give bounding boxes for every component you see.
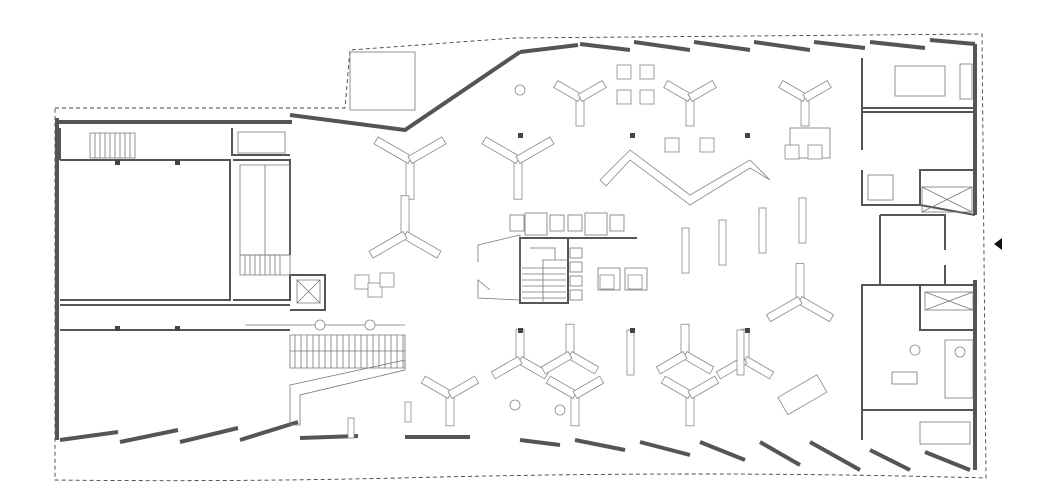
y-desk (481, 136, 555, 200)
site-outline (54, 33, 987, 482)
column (745, 328, 750, 333)
desk-clusters (368, 79, 835, 427)
bench (347, 417, 355, 439)
bench (798, 197, 807, 244)
y-desk (490, 328, 550, 380)
table (354, 274, 370, 290)
stool (554, 404, 566, 416)
y-desk (420, 375, 480, 427)
stool (314, 319, 326, 331)
benches (347, 197, 807, 439)
right-block-walls (789, 58, 976, 445)
y-desk (545, 375, 605, 427)
table (616, 64, 632, 80)
bench (404, 401, 412, 423)
table (367, 282, 383, 298)
chevron-desk (599, 149, 771, 206)
stairs-lower (245, 324, 406, 426)
stool (514, 84, 526, 96)
table (699, 137, 715, 153)
table (616, 89, 632, 105)
bench (626, 329, 635, 376)
y-desk (373, 136, 447, 200)
column (115, 160, 120, 165)
y-desk (368, 195, 442, 259)
table (639, 89, 655, 105)
bench (681, 227, 690, 274)
stool (364, 319, 376, 331)
left-block-walls (59, 128, 326, 331)
column (518, 328, 523, 333)
meeting-table (777, 374, 828, 416)
column (175, 326, 180, 331)
stool (509, 399, 521, 411)
column (518, 133, 523, 138)
stair-core (477, 212, 648, 304)
column (115, 326, 120, 331)
column (630, 328, 635, 333)
bench (718, 219, 727, 266)
table (664, 137, 680, 153)
column (745, 133, 750, 138)
table (807, 144, 823, 160)
column (630, 133, 635, 138)
bench (736, 329, 745, 376)
table (639, 64, 655, 80)
y-desk (715, 328, 775, 380)
table (379, 272, 395, 288)
entrance-arrow-icon (994, 238, 1002, 250)
stool (909, 344, 921, 356)
stool (954, 346, 966, 358)
column (175, 160, 180, 165)
tables (115, 64, 966, 416)
y-desk (540, 323, 600, 375)
exterior-walls (55, 38, 977, 472)
y-desk (553, 79, 607, 127)
y-desk (765, 263, 835, 323)
table (627, 274, 643, 290)
y-desk (778, 79, 832, 127)
table (599, 274, 615, 290)
roof-box (349, 51, 416, 111)
y-desk (655, 323, 715, 375)
table (784, 144, 800, 160)
bench (758, 207, 767, 254)
y-desk (660, 375, 720, 427)
y-desk (663, 79, 717, 127)
